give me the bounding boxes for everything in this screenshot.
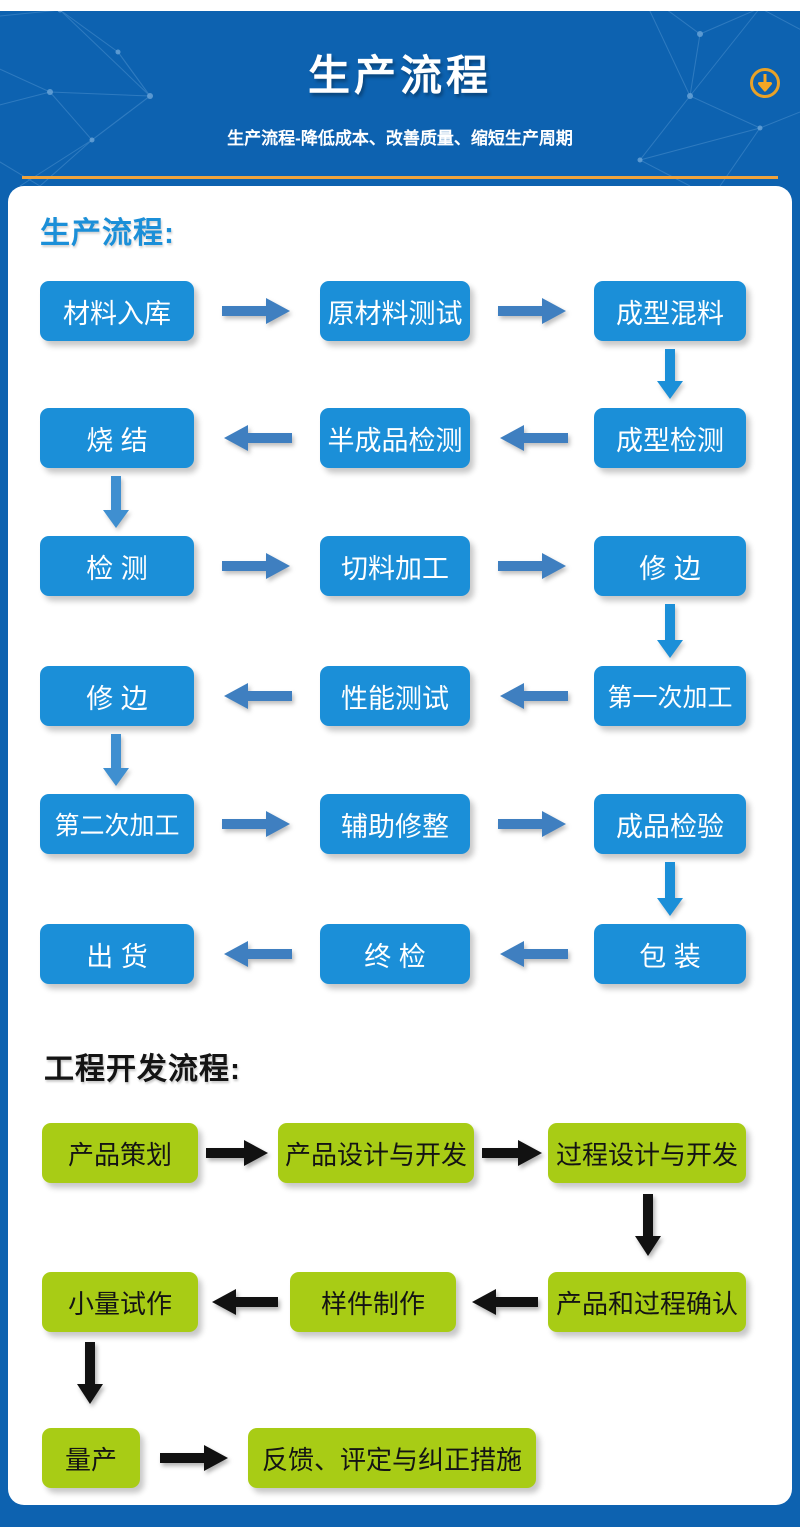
arrow-right-icon xyxy=(498,810,568,838)
page-subtitle: 生产流程-降低成本、改善质量、缩短生产周期 xyxy=(227,129,573,148)
arrow-down-icon xyxy=(76,1342,104,1406)
arrow-right-icon xyxy=(498,552,568,580)
flow-node[interactable]: 终 检 xyxy=(320,924,470,984)
arrow-left-icon xyxy=(222,940,292,968)
arrow-left-icon xyxy=(498,682,568,710)
flow-node[interactable]: 修 边 xyxy=(40,666,194,726)
section-title-production: 生产流程: xyxy=(40,217,175,250)
flow-node[interactable]: 切料加工 xyxy=(320,536,470,596)
flow-node[interactable]: 半成品检测 xyxy=(320,408,470,468)
flow-node[interactable]: 原材料测试 xyxy=(320,281,470,341)
arrow-down-icon xyxy=(656,862,684,918)
flow-node[interactable]: 成品检验 xyxy=(594,794,746,854)
flow-node[interactable]: 产品和过程确认 xyxy=(548,1272,746,1332)
arrow-down-icon xyxy=(656,604,684,660)
flow-node[interactable]: 第一次加工 xyxy=(594,666,746,726)
flow-node[interactable]: 第二次加工 xyxy=(40,794,194,854)
flow-node[interactable]: 检 测 xyxy=(40,536,194,596)
flow-node[interactable]: 性能测试 xyxy=(320,666,470,726)
arrow-right-icon xyxy=(222,810,292,838)
arrow-left-icon xyxy=(498,424,568,452)
flow-node[interactable]: 产品策划 xyxy=(42,1123,198,1183)
arrow-left-icon xyxy=(498,940,568,968)
flow-node[interactable]: 出 货 xyxy=(40,924,194,984)
flow-node[interactable]: 过程设计与开发 xyxy=(548,1123,746,1183)
arrow-left-icon xyxy=(222,682,292,710)
arrow-down-icon xyxy=(634,1194,662,1258)
flow-node[interactable]: 产品设计与开发 xyxy=(278,1123,474,1183)
arrow-left-icon xyxy=(470,1288,538,1316)
arrow-right-icon xyxy=(498,297,568,325)
flow-node[interactable]: 成型混料 xyxy=(594,281,746,341)
download-circle-icon[interactable] xyxy=(749,67,781,99)
flow-node[interactable]: 材料入库 xyxy=(40,281,194,341)
flow-node[interactable]: 反馈、评定与纠正措施 xyxy=(248,1428,536,1488)
flow-node[interactable]: 样件制作 xyxy=(290,1272,456,1332)
flow-node[interactable]: 烧 结 xyxy=(40,408,194,468)
flow-node[interactable]: 小量试作 xyxy=(42,1272,198,1332)
arrow-down-icon xyxy=(102,734,130,788)
arrow-down-icon xyxy=(656,349,684,401)
header-divider xyxy=(22,176,778,179)
arrow-left-icon xyxy=(222,424,292,452)
flow-node[interactable]: 修 边 xyxy=(594,536,746,596)
flow-node[interactable]: 量产 xyxy=(42,1428,140,1488)
arrow-down-icon xyxy=(102,476,130,530)
flow-node[interactable]: 辅助修整 xyxy=(320,794,470,854)
flow-node[interactable]: 包 装 xyxy=(594,924,746,984)
arrow-right-icon xyxy=(206,1139,270,1167)
arrow-right-icon xyxy=(160,1444,232,1472)
header-top-white-bar xyxy=(0,0,800,11)
page-title: 生产流程 xyxy=(307,52,492,99)
arrow-right-icon xyxy=(482,1139,544,1167)
page-header: 生产流程 生产流程-降低成本、改善质量、缩短生产周期 xyxy=(0,0,800,186)
arrow-right-icon xyxy=(222,297,292,325)
flow-node[interactable]: 成型检测 xyxy=(594,408,746,468)
arrow-right-icon xyxy=(222,552,292,580)
section-title-engineering: 工程开发流程: xyxy=(44,1053,241,1086)
arrow-left-icon xyxy=(210,1288,278,1316)
